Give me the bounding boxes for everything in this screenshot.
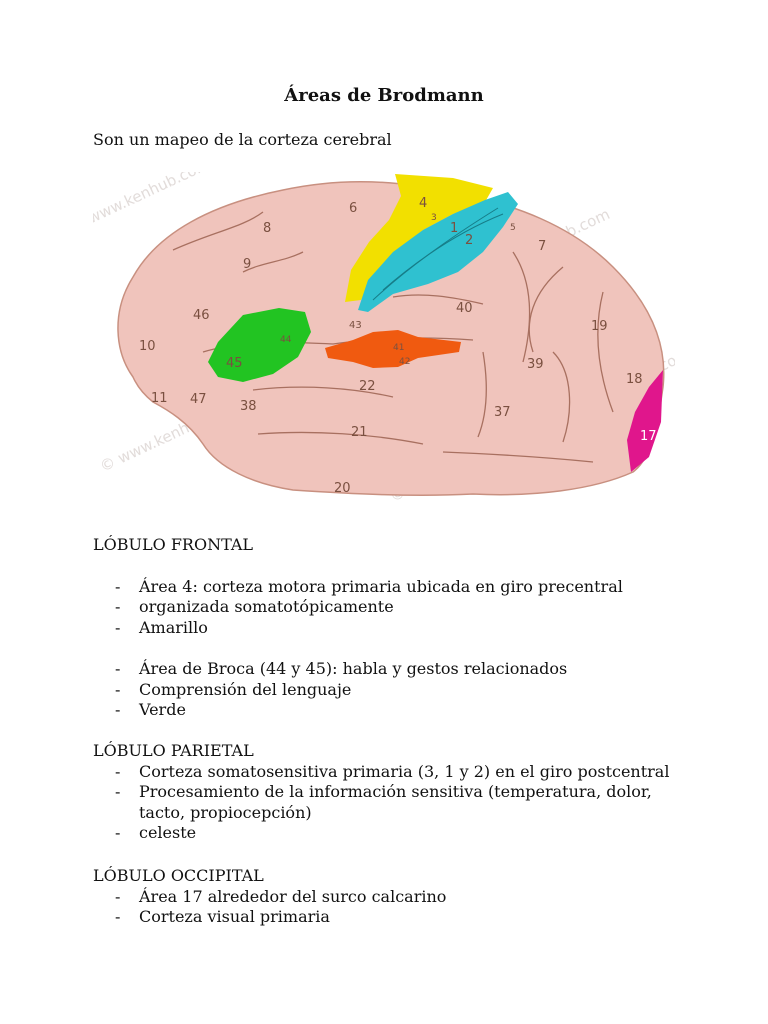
section-heading: LÓBULO PARIETAL [93,741,254,760]
label-45: 45 [226,356,243,371]
brodmann-brain-figure: © www.kenhub.com © www.kenhub.com © www.… [93,172,675,516]
label-8: 8 [263,221,271,236]
list-item: -celeste [115,823,197,842]
label-47: 47 [190,392,207,407]
section-parietal: LÓBULO PARIETAL -Corteza somatosensitiva… [93,741,673,844]
label-46: 46 [193,308,210,323]
label-43: 43 [349,320,362,331]
list-item: -Verde [115,700,186,719]
label-41: 41 [393,343,404,353]
bullet-list: -Área de Broca (44 y 45): habla y gestos… [93,659,623,721]
list-item: -Corteza visual primaria [115,907,330,926]
list-item: -Amarillo [115,617,208,637]
brain-illustration: © www.kenhub.com © www.kenhub.com © www.… [93,172,675,516]
label-21: 21 [351,425,368,440]
section-occipital: LÓBULO OCCIPITAL -Área 17 alrededor del … [93,866,446,928]
label-18: 18 [626,372,643,387]
label-3: 3 [431,213,437,223]
list-item: -Corteza somatosensitiva primaria (3, 1 … [115,761,670,781]
label-38: 38 [240,399,257,414]
bullet-list: -Área 4: corteza motora primaria ubicada… [93,577,623,639]
label-5: 5 [510,223,516,233]
area-17-magenta [627,370,663,472]
label-19: 19 [591,319,608,334]
bullet-list: -Corteza somatosensitiva primaria (3, 1 … [93,762,673,844]
section-heading: LÓBULO FRONTAL [93,535,254,554]
label-22: 22 [359,379,376,394]
section-heading: LÓBULO OCCIPITAL [93,866,264,885]
label-40: 40 [456,301,473,316]
label-17: 17 [640,429,657,444]
areas-44-45-green [208,308,311,382]
list-item: -Área de Broca (44 y 45): habla y gestos… [115,659,568,678]
list-item: -organizada somatotópicamente [115,597,394,616]
label-37: 37 [494,405,511,420]
list-item: -Área 17 alrededor del surco calcarino [115,886,447,906]
label-1: 1 [450,221,458,236]
label-6: 6 [349,201,357,216]
intro-text: Son un mapeo de la corteza cerebral [93,130,392,149]
label-10: 10 [139,339,156,354]
area-number-labels: 4 6 8 9 46 10 45 44 11 47 38 1 2 3 5 7 4… [139,196,657,496]
postcentral-lines [372,207,504,301]
area-4-yellow [345,174,493,302]
label-9: 9 [243,257,251,272]
label-2: 2 [465,233,473,248]
list-item: -Procesamiento de la información sensiti… [115,782,652,822]
areas-3-1-2-cyan [358,192,518,312]
label-20: 20 [334,481,351,496]
label-44: 44 [280,335,292,345]
label-39: 39 [527,357,544,372]
label-11: 11 [151,391,168,406]
list-item: -Comprensión del lenguaje [115,679,352,699]
label-4: 4 [419,196,427,211]
section-frontal: LÓBULO FRONTAL -Área 4: corteza motora p… [93,535,623,721]
areas-41-42-orange [325,330,461,368]
list-item: -Área 4: corteza motora primaria ubicada… [115,576,623,596]
bullet-list: -Área 17 alrededor del surco calcarino -… [93,887,446,928]
label-7: 7 [538,239,546,254]
label-42: 42 [399,357,410,367]
page-title: Áreas de Brodmann [284,85,484,106]
